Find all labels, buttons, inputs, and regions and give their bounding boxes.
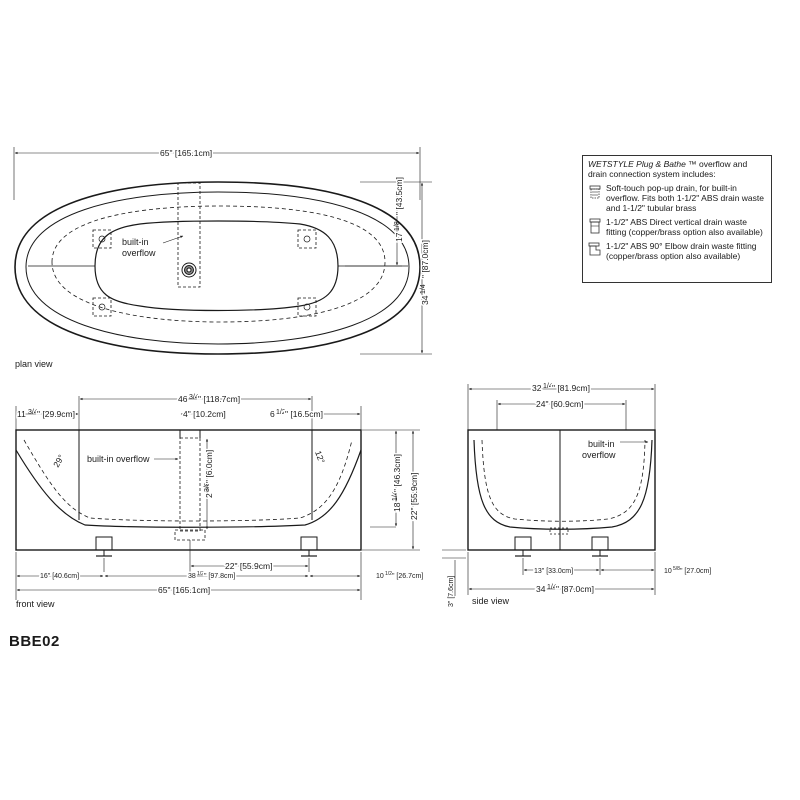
plan-width-dim: 34 1/4 " [87.0cm] (419, 239, 432, 307)
svg-text:10: 10 (664, 568, 672, 575)
legend-item-pop-up-drain: Soft-touch pop-up drain, for built-in ov… (588, 183, 766, 213)
front-overflow-label: built-in overflow (87, 454, 150, 464)
svg-text:" [97.8cm]: " [97.8cm] (204, 573, 235, 580)
svg-text:1/2: 1/2 (197, 571, 204, 577)
svg-text:" [29.9cm]: " [29.9cm] (37, 409, 75, 419)
side-top-dim: 32 1/4 " [81.9cm] (531, 382, 592, 395)
svg-text:1/4: 1/4 (547, 584, 557, 591)
front-inner-depth-dim: 18 1/4 " [46.3cm] (391, 453, 404, 514)
plan-inner-cm: " [43.5cm] (394, 177, 404, 215)
svg-text:18: 18 (392, 502, 402, 512)
svg-text:1/4: 1/4 (392, 491, 399, 501)
svg-text:32: 32 (532, 383, 542, 393)
svg-text:5/8: 5/8 (673, 566, 680, 572)
svg-text:" [26.7cm]: " [26.7cm] (392, 573, 423, 580)
svg-text:46: 46 (178, 394, 188, 404)
side-tub-body (467, 429, 656, 551)
svg-text:1/4: 1/4 (543, 383, 553, 390)
front-overflow-dim: 4" [10.2cm] (183, 409, 226, 419)
legend-heading-rest: ™ overflow and drain connection system i… (588, 159, 748, 179)
front-feet-span-dim: 22" [55.9cm] (225, 561, 272, 571)
side-shell-profile (473, 439, 653, 530)
svg-text:3/4: 3/4 (28, 409, 38, 416)
tub-outer-rim (14, 181, 421, 355)
front-view-label: front view (16, 599, 55, 609)
front-angle-right: 12° (313, 449, 327, 465)
plan-overflow-label-1: built-in (122, 237, 149, 247)
svg-text:" [118.7cm]: " [118.7cm] (198, 394, 240, 404)
side-overflow-label-1: built-in (588, 439, 615, 449)
svg-text:" [87.0cm]: " [87.0cm] (556, 584, 594, 594)
front-view (15, 396, 420, 600)
front-angle-left: 29° (51, 453, 66, 469)
plan-foot-tl (92, 182, 317, 317)
tub-inner-rim (25, 191, 410, 345)
plan-length-dim: 65" [165.1cm] (160, 148, 212, 158)
svg-text:" [6.0cm]: " [6.0cm] (204, 450, 214, 483)
front-bottom-mid-dim: 38 1/2 " [97.8cm] (187, 571, 237, 582)
tub-base-dashed (51, 205, 386, 323)
svg-text:3/4: 3/4 (189, 394, 199, 401)
front-top-dim: 46 3/4 " [118.7cm] (177, 393, 242, 406)
svg-text:" [27.0cm]: " [27.0cm] (680, 568, 711, 575)
svg-text:11: 11 (17, 409, 26, 419)
plan-inner-width-dim: 17 1/8 " [43.5cm] (393, 176, 406, 244)
plan-drain (181, 262, 197, 278)
plan-inner-whole: 17 (394, 232, 404, 242)
side-inner-top-dim: 24" [60.9cm] (536, 399, 583, 409)
svg-text:1/2: 1/2 (385, 571, 392, 577)
svg-text:6: 6 (270, 409, 275, 419)
plan-width-cm: " [87.0cm] (420, 240, 430, 278)
side-bottom-dim: 34 1/4 " [87.0cm] (535, 583, 596, 596)
side-right-dim: 10 5/8 " [27.0cm] (664, 566, 711, 575)
model-number: BBE02 (9, 633, 60, 650)
plan-view (13, 147, 432, 355)
plan-width-whole: 34 (420, 295, 430, 305)
front-height-dim: 22" [55.9cm] (409, 473, 419, 520)
legend-item-text: 1-1/2" ABS 90° Elbow drain waste fitting… (606, 241, 757, 261)
pop-up-drain-icon (589, 185, 601, 199)
tub-basin (94, 220, 339, 312)
plan-width-frac: 1/4 (420, 284, 427, 294)
side-feet-dim: 13" [33.0cm] (534, 568, 573, 575)
svg-text:2: 2 (204, 493, 214, 498)
front-drain-dim: 2 3/8 " [6.0cm] (203, 448, 216, 499)
svg-text:" [46.3cm]: " [46.3cm] (392, 454, 402, 492)
plan-inner-frac: 1/8 (394, 221, 401, 231)
elbow-drain-fitting-icon (588, 242, 601, 256)
front-bottom-left-dim: 16" [40.6cm] (40, 573, 79, 580)
drain-system-legend: WETSTYLE Plug & Bathe ™ overflow and dra… (582, 155, 772, 283)
side-overflow-label-2: overflow (582, 450, 616, 460)
svg-text:" [16.5cm]: " [16.5cm] (285, 409, 323, 419)
clearance-dim: 3" [7.6cm] (448, 576, 455, 607)
legend-item-vertical-fitting: 1-1/2" ABS Direct vertical drain waste f… (588, 217, 766, 237)
legend-heading: WETSTYLE Plug & Bathe ™ overflow and dra… (588, 159, 766, 179)
front-bottom-right-dim: 10 1/2 " [26.7cm] (376, 571, 423, 580)
svg-text:38: 38 (188, 573, 196, 580)
plan-view-label: plan view (15, 359, 53, 369)
svg-text:10: 10 (376, 573, 384, 580)
legend-item-text: Soft-touch pop-up drain, for built-in ov… (606, 183, 764, 213)
side-view-label: side view (472, 596, 510, 606)
front-right-top-dim: 6 1/2 " [16.5cm] (269, 408, 325, 421)
legend-item-elbow-fitting: 1-1/2" ABS 90° Elbow drain waste fitting… (588, 241, 766, 261)
side-view (442, 384, 656, 596)
svg-text:34: 34 (536, 584, 546, 594)
front-tub-body (15, 429, 362, 551)
svg-text:1/2: 1/2 (276, 409, 286, 416)
legend-brand: WETSTYLE Plug & Bathe (588, 159, 686, 169)
vertical-drain-fitting-icon (589, 218, 601, 234)
front-overall-length-dim: 65" [165.1cm] (158, 585, 210, 595)
plan-overflow-label-2: overflow (122, 248, 156, 258)
front-left-top-dim: 11 3/4 " [29.9cm] (16, 408, 77, 421)
svg-text:" [81.9cm]: " [81.9cm] (552, 383, 590, 393)
legend-item-text: 1-1/2" ABS Direct vertical drain waste f… (606, 217, 763, 237)
svg-text:3/8: 3/8 (204, 482, 211, 492)
front-shell-profile (15, 449, 362, 528)
